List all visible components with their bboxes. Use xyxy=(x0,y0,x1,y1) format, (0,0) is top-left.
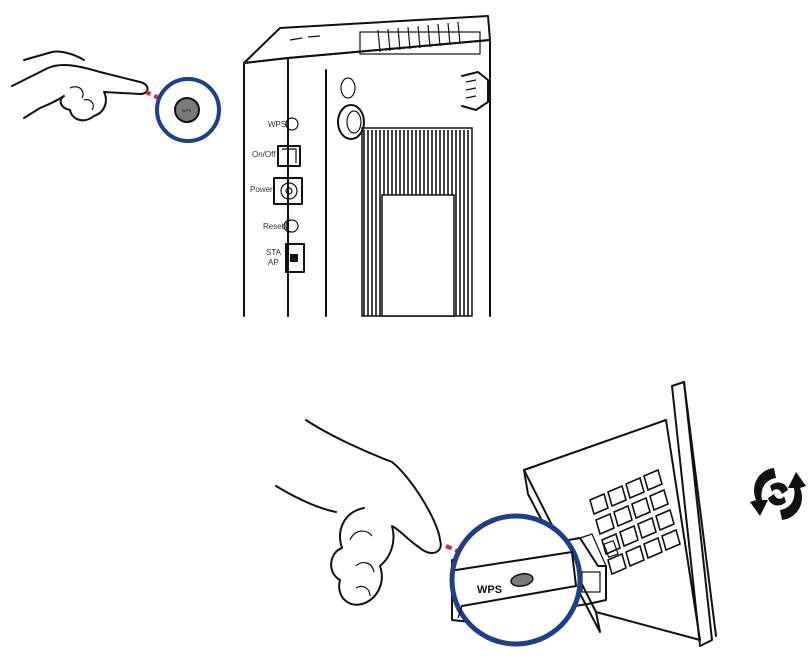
router-label-sta: STA xyxy=(266,248,282,257)
adapter-wps-callout-text: WPS xyxy=(477,584,502,596)
keyboard-key xyxy=(608,486,626,506)
keyboard-key xyxy=(662,530,680,550)
router-front-panel: WPS On/Off Power Reset STA AP xyxy=(250,118,304,272)
keyboard-key xyxy=(656,510,674,530)
keyboard-key xyxy=(638,518,656,538)
wps-logo-icon xyxy=(750,466,806,522)
hand-pointing-icon xyxy=(276,420,441,605)
adapter-wps-callout: WPS xyxy=(452,516,580,644)
keyboard-key xyxy=(644,470,662,490)
keyboard-key xyxy=(626,478,644,498)
keyboard-key xyxy=(596,514,614,534)
keyboard-key xyxy=(626,546,644,566)
keyboard-key xyxy=(644,538,662,558)
keyboard-key xyxy=(614,506,632,526)
router-label-onoff: On/Off xyxy=(252,150,276,159)
hand-pointing-icon xyxy=(12,51,148,120)
router-label-power: Power xyxy=(250,185,273,194)
keyboard-key xyxy=(650,490,668,510)
router-side-grille xyxy=(362,128,472,316)
router-wps-callout-text: WPS xyxy=(182,108,191,113)
router-label-ap: AP xyxy=(268,258,279,267)
keyboard-key xyxy=(632,498,650,518)
router-label-reset: Reset xyxy=(263,222,285,231)
keyboard-key xyxy=(590,494,608,514)
router-label-wps: WPS xyxy=(268,120,286,129)
laptop-keyboard xyxy=(590,470,680,574)
router-wps-callout: WPS xyxy=(157,79,219,141)
keyboard-key xyxy=(620,526,638,546)
